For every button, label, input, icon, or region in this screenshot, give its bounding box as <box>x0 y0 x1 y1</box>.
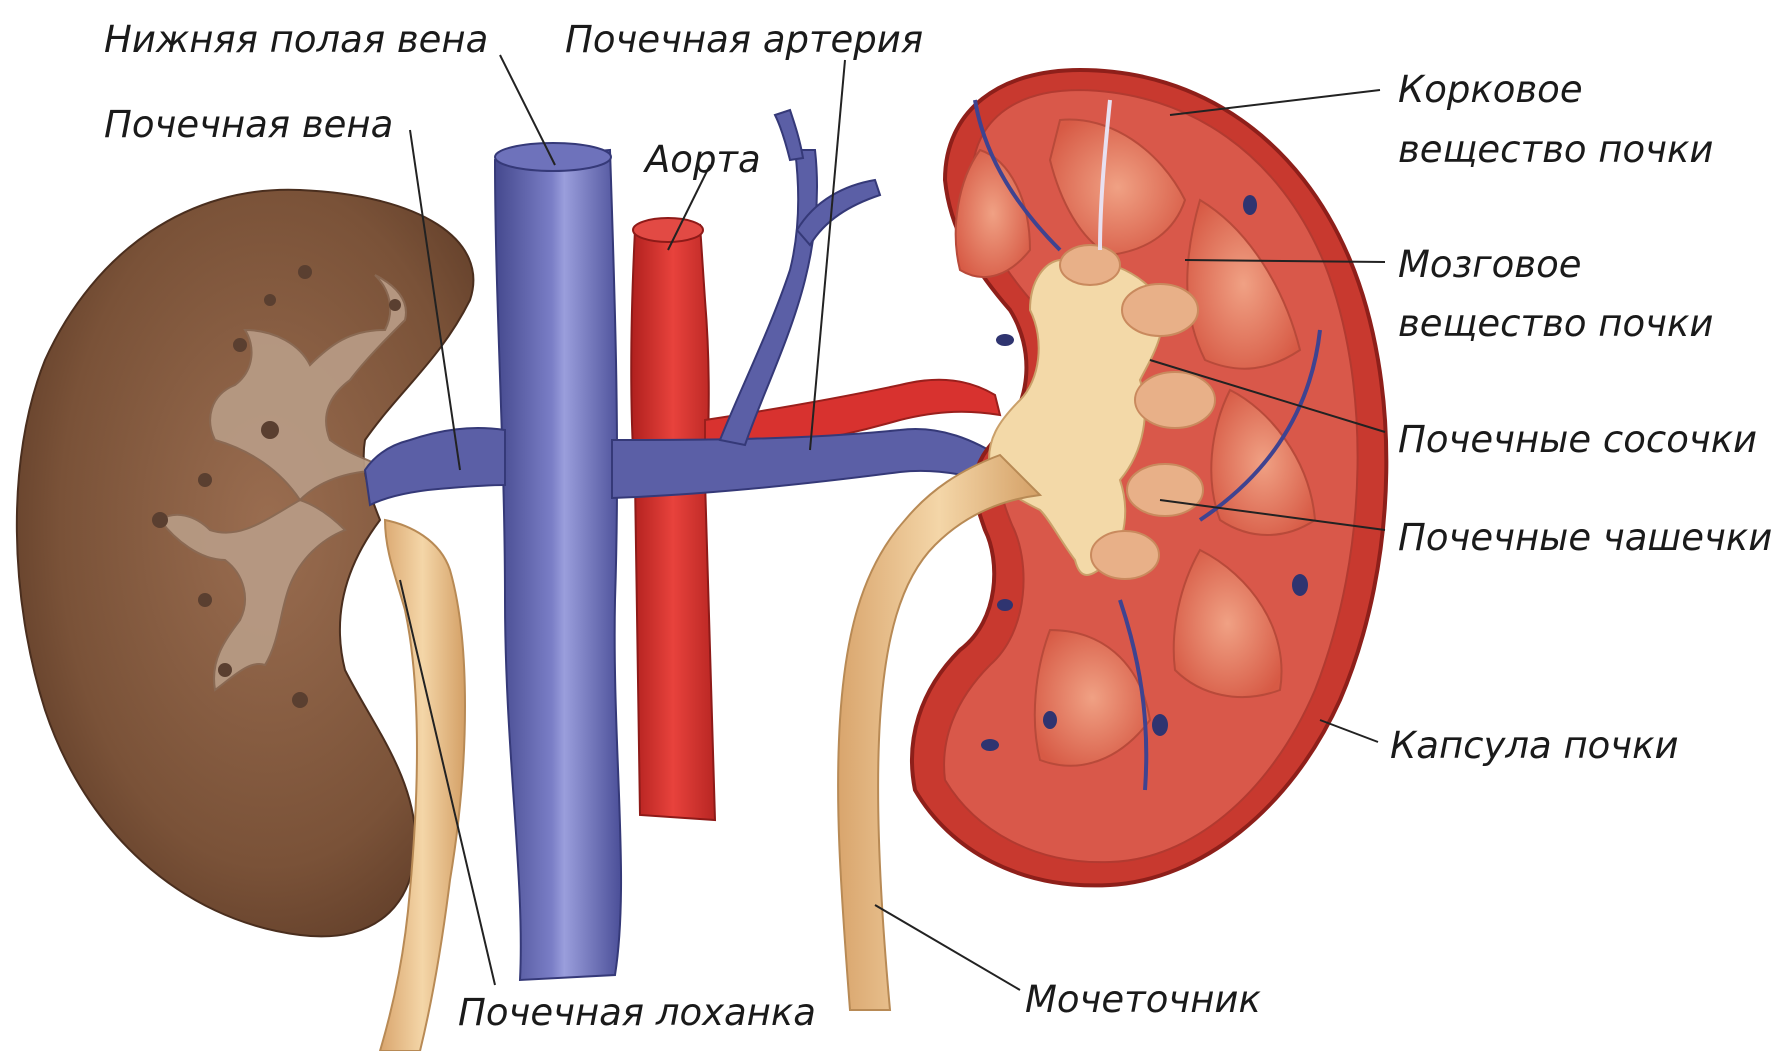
adrenal-vein <box>720 150 817 445</box>
leader-capsule <box>1320 720 1378 742</box>
label-pelvis: Почечная лоханка <box>458 991 816 1034</box>
leader-renal-artery <box>810 60 845 450</box>
label-renal-artery: Почечная артерия <box>565 18 923 61</box>
label-calyces: Почечные чашечки <box>1398 516 1772 559</box>
label-cortex-line1: Корковое <box>1398 68 1583 111</box>
label-ivc: Нижняя полая вена <box>104 18 488 61</box>
label-papillae: Почечные сосочки <box>1398 418 1757 461</box>
label-ureter: Мочеточник <box>1025 978 1261 1021</box>
label-renal-vein: Почечная вена <box>104 103 393 146</box>
label-aorta: Аорта <box>643 138 761 181</box>
left-renal-vein <box>365 428 505 505</box>
label-medulla-line2: вещество почки <box>1398 302 1713 345</box>
label-capsule: Капсула почки <box>1390 724 1679 767</box>
label-medulla-line1: Мозговое <box>1398 243 1582 286</box>
aorta <box>631 218 715 820</box>
leader-ureter <box>875 905 1020 990</box>
label-cortex-line2: вещество почки <box>1398 128 1713 171</box>
inferior-vena-cava <box>495 143 621 980</box>
